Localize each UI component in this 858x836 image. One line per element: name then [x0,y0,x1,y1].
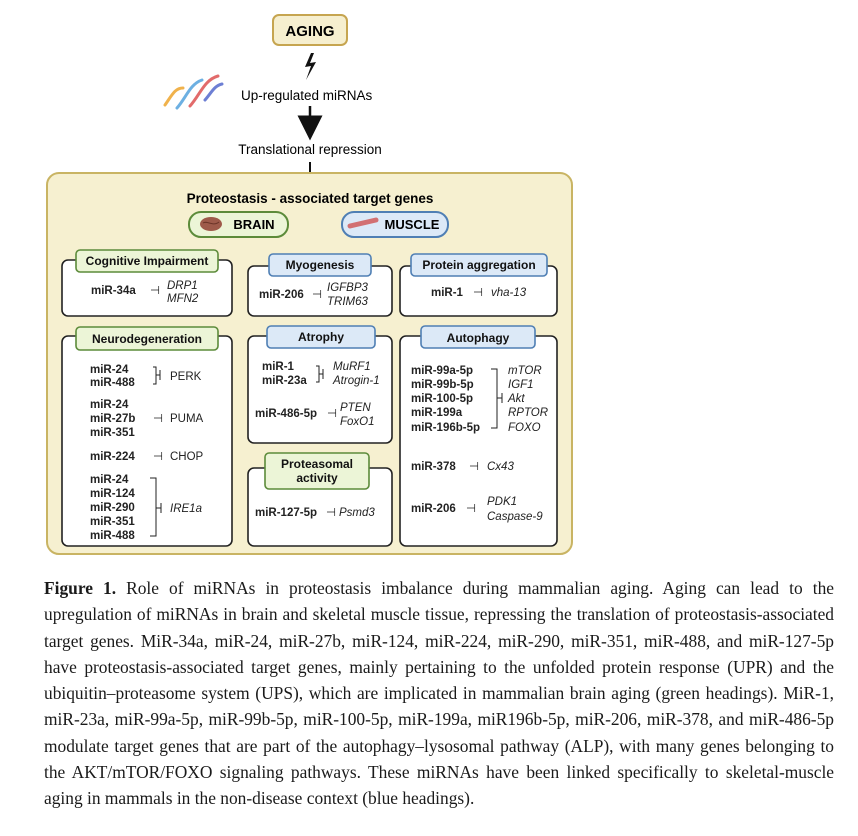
figure-caption: Figure 1. Role of miRNAs in proteostasis… [44,575,834,812]
brain-icon [200,217,222,231]
proteasomal-title-2: activity [296,471,338,485]
autophagy-gene3: PDK1 [487,496,517,508]
autophagy-gene: FOXO [508,422,541,434]
repression-label: Translational repression [238,142,382,157]
autophagy-gene: Akt [507,393,525,405]
neuro-target: IRE1a [170,503,202,515]
aging-label: AGING [285,23,334,40]
neuro-title: Neurodegeneration [92,332,202,346]
figure-diagram: AGING Up-regulated miRNAs Translational … [46,14,573,555]
neuro-mir: miR-27b [90,413,135,425]
lightning-icon [305,53,316,80]
neuro-mir: miR-24 [90,364,129,376]
brain-label: BRAIN [233,217,274,232]
inhibit-symbol: ⊣ [150,285,160,297]
inhibit-symbol: ⊣ [327,408,337,420]
autophagy-gene: IGF1 [508,379,534,391]
atrophy-gene: MuRF1 [333,361,371,373]
neuro-mir: miR-290 [90,502,135,514]
aging-box [272,14,348,46]
autophagy-gene2: Cx43 [487,461,514,473]
panel-title: Proteostasis - associated target genes [187,191,434,206]
muscle-label: MUSCLE [385,217,440,232]
caption-label: Figure 1. [44,578,117,598]
neuro-box [61,335,233,547]
autophagy-mir: miR-99a-5p [411,365,473,377]
autophagy-title: Autophagy [447,331,510,345]
autophagy-mir: miR-199a [411,407,463,419]
cognitive-header [75,249,219,273]
cognitive-title: Cognitive Impairment [86,254,209,268]
cognitive-gene-1: DRP1 [167,280,198,292]
proteasomal-gene: Psmd3 [339,507,375,519]
autophagy-mir: miR-196b-5p [411,422,480,434]
inhibit-symbol: ⊣ [466,503,476,515]
neuro-mir: miR-24 [90,399,129,411]
atrophy-gene: Atrogin-1 [332,375,380,387]
myogenesis-gene-2: TRIM63 [327,296,369,308]
protein-title: Protein aggregation [422,258,535,272]
inhibit-symbol: ⊣ [326,507,336,519]
neuro-target: PERK [170,371,202,383]
muscle-legend [341,211,449,238]
muscle-fiber-icon [347,217,379,229]
neuro-mir: miR-351 [90,427,135,439]
neuro-mir: miR-224 [90,451,135,463]
inhibit-symbol: ⊣ [153,413,163,425]
autophagy-mir: miR-100-5p [411,393,473,405]
protein-gene: vha-13 [491,287,527,299]
upregulated-label: Up-regulated miRNAs [241,88,373,103]
myogenesis-gene-1: IGFBP3 [327,282,369,294]
autophagy-mir2: miR-378 [411,461,456,473]
atrophy-header [266,325,376,349]
cognitive-mir: miR-34a [91,285,136,297]
neuro-target: PUMA [170,413,204,425]
inhibit-symbol: ⊣ [473,287,483,299]
inhibit-symbol: ⊣ [153,451,163,463]
neuro-mir: miR-124 [90,488,135,500]
autophagy-gene: mTOR [508,365,542,377]
neuro-target: CHOP [170,451,204,463]
neuro-mir: miR-24 [90,474,129,486]
atrophy-mir: miR-23a [262,375,307,387]
autophagy-mir: miR-99b-5p [411,379,474,391]
proteasomal-title-1: Proteasomal [281,457,353,471]
autophagy-gene3: Caspase-9 [487,511,543,523]
caption-text: Role of miRNAs in proteostasis imbalance… [44,578,834,809]
neuro-mir: miR-488 [90,377,135,389]
atrophy-gene2: PTEN [340,402,371,414]
cognitive-gene-2: MFN2 [167,293,199,305]
autophagy-header [420,325,536,349]
atrophy-title: Atrophy [298,330,344,344]
autophagy-mir3: miR-206 [411,503,456,515]
mirna-strands-icon [163,74,224,110]
autophagy-gene: RPTOR [508,407,548,419]
myogenesis-header [268,253,372,277]
myogenesis-title: Myogenesis [286,258,355,272]
myogenesis-mir: miR-206 [259,289,304,301]
inhibit-symbol: ⊣ [312,289,322,301]
atrophy-mir2: miR-486-5p [255,408,317,420]
neuro-mir: miR-351 [90,516,135,528]
atrophy-mir: miR-1 [262,361,295,373]
atrophy-gene2: FoxO1 [340,416,375,428]
neuro-header [75,326,219,351]
proteasomal-header [264,452,370,490]
protein-mir: miR-1 [431,287,464,299]
protein-header [410,253,548,277]
neuro-mir: miR-488 [90,530,135,542]
inhibit-symbol: ⊣ [469,461,479,473]
proteasomal-mir: miR-127-5p [255,507,317,519]
